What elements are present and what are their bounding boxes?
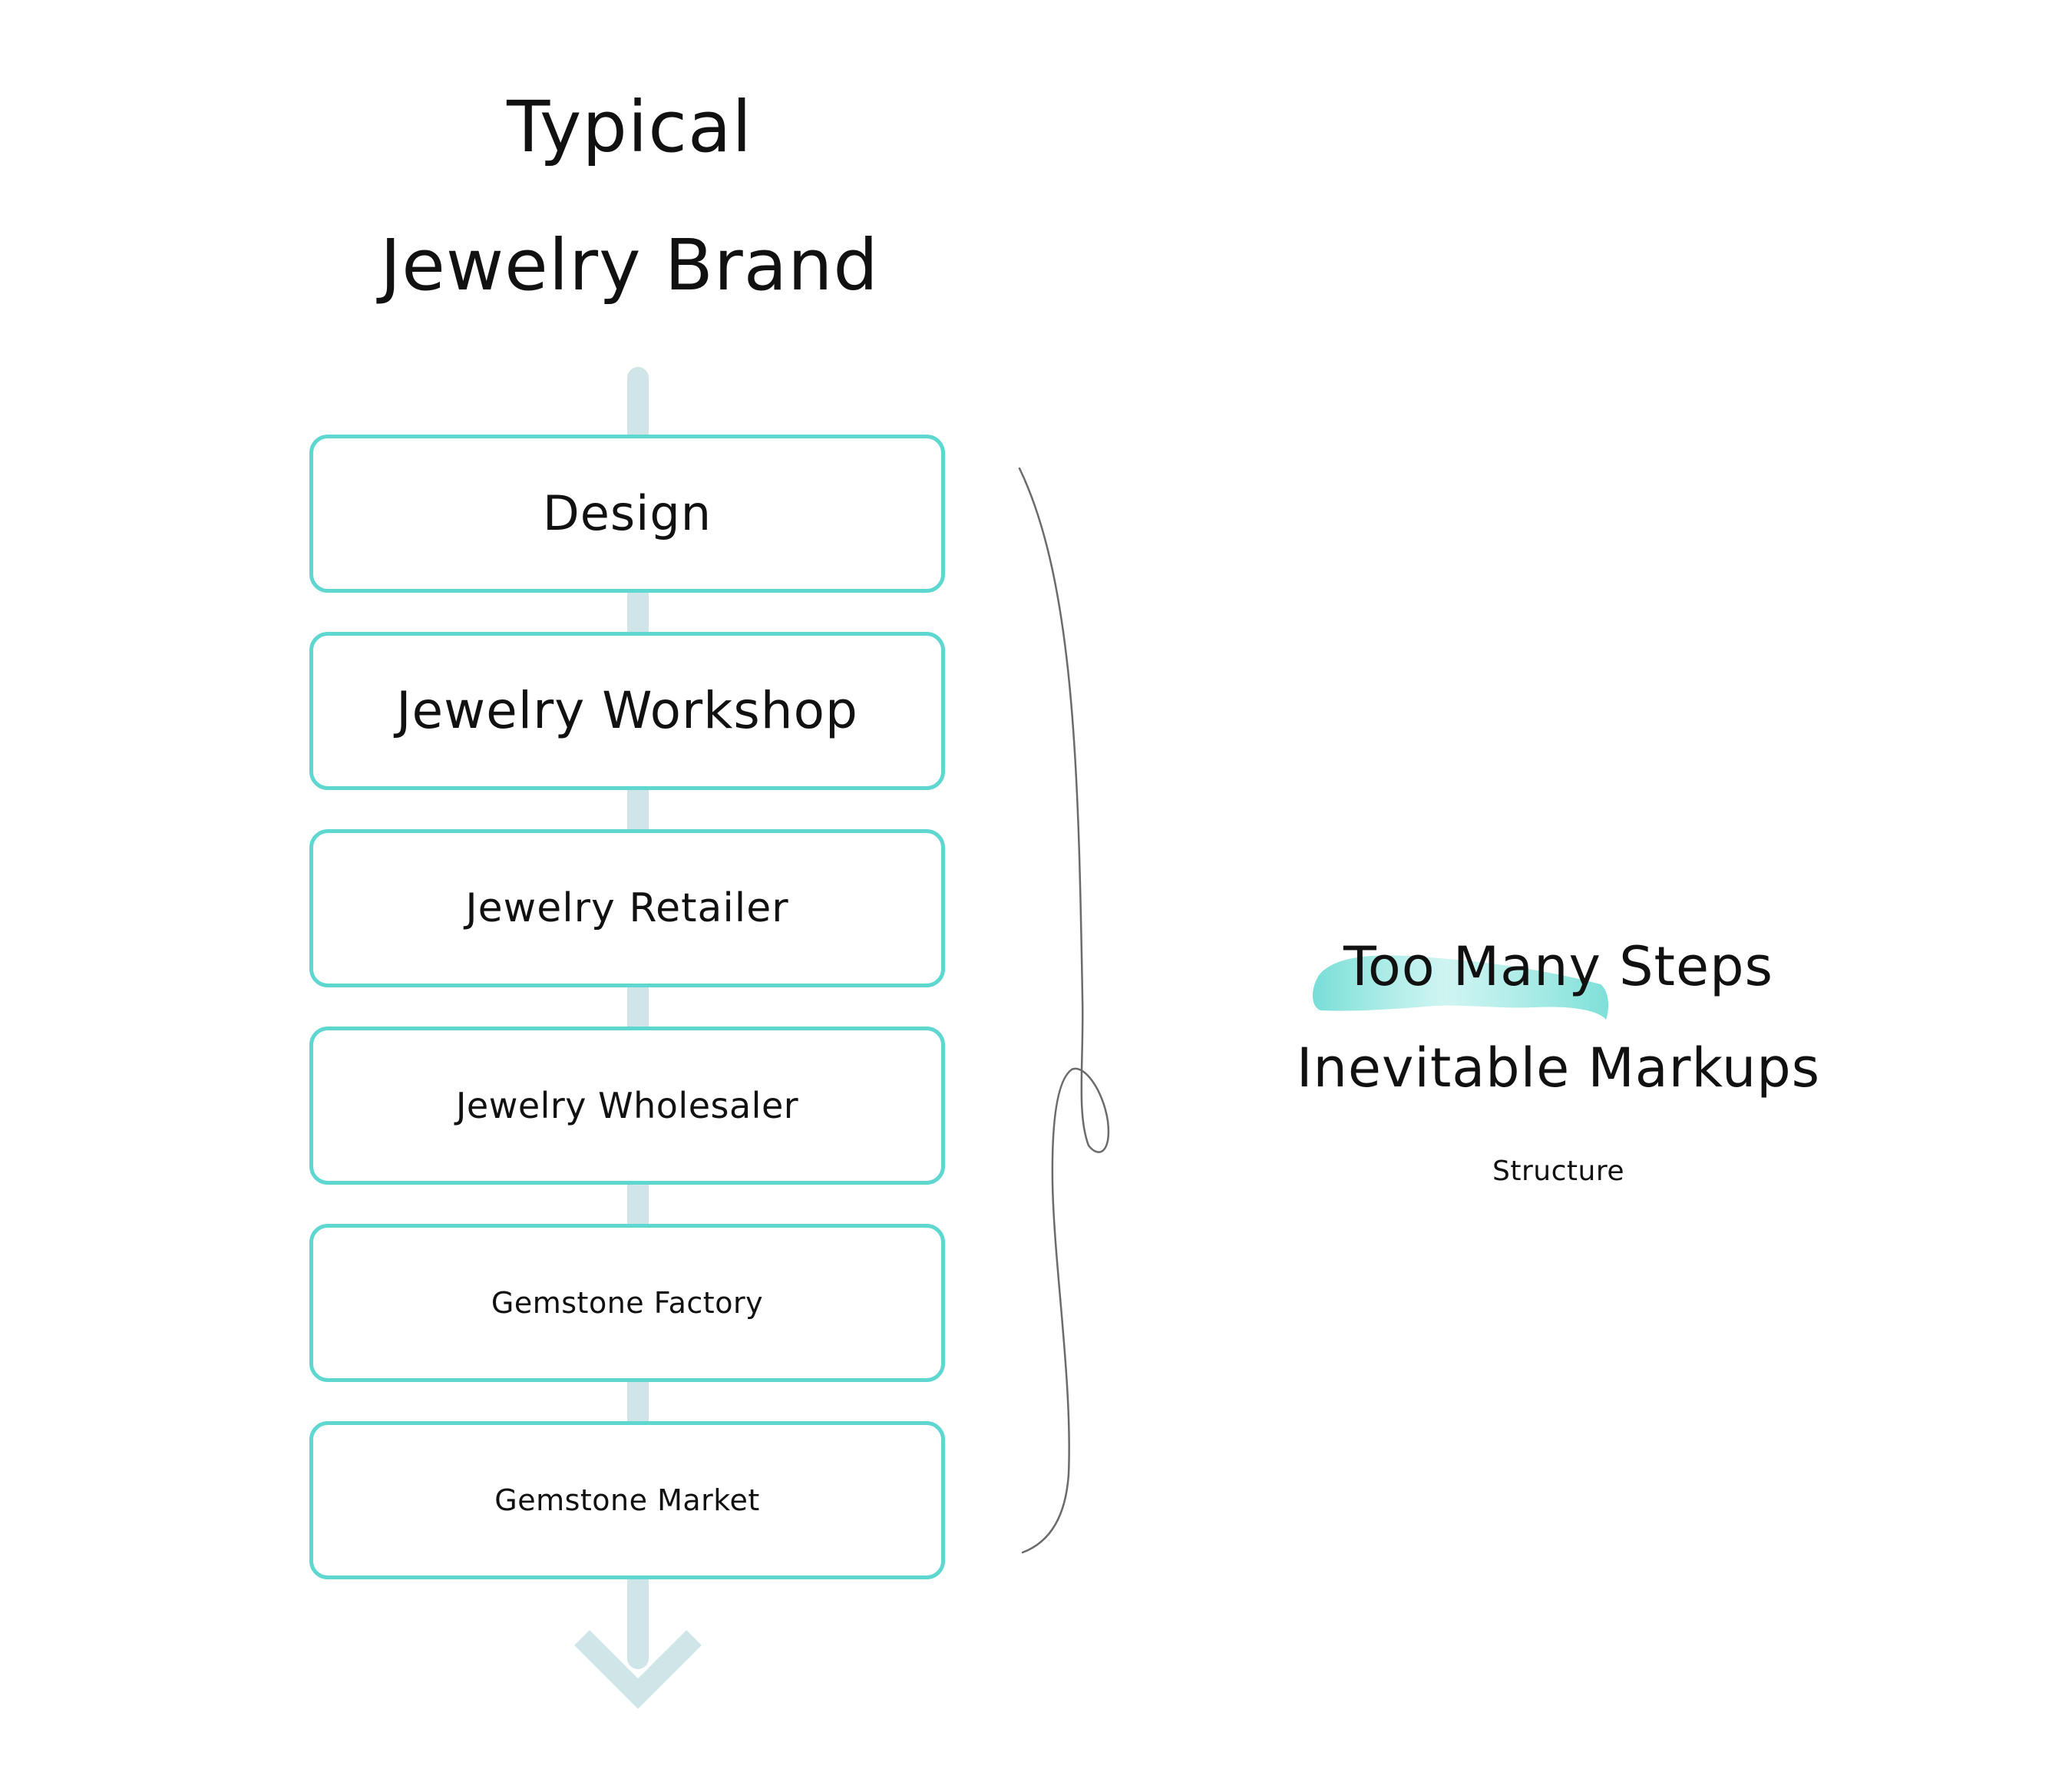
step-label: Jewelry Wholesaler	[455, 1085, 799, 1126]
step-box-jewelry-workshop: Jewelry Workshop	[309, 632, 945, 790]
step-box-jewelry-retailer: Jewelry Retailer	[309, 829, 945, 987]
step-label: Gemstone Market	[494, 1483, 760, 1517]
annotation-inevitable-markups: Inevitable Markups	[1296, 1037, 1821, 1099]
brush-highlight-icon	[1313, 955, 1609, 1020]
step-label: Gemstone Factory	[491, 1286, 764, 1320]
step-box-gemstone-factory: Gemstone Factory	[309, 1224, 945, 1382]
curly-brace-icon	[1018, 467, 1110, 1554]
step-label: Design	[542, 485, 712, 541]
step-label: Jewelry Workshop	[396, 681, 858, 740]
step-box-jewelry-wholesaler: Jewelry Wholesaler	[309, 1027, 945, 1185]
step-box-gemstone-market: Gemstone Market	[309, 1421, 945, 1579]
down-arrow-icon	[574, 1630, 702, 1709]
annotation-too-many-steps: Too Many Steps	[1343, 935, 1773, 998]
title-line-2: Jewelry Brand	[380, 224, 879, 306]
step-label: Jewelry Retailer	[465, 885, 789, 931]
title-line-1: Typical	[507, 86, 752, 168]
step-box-design: Design	[309, 435, 945, 593]
annotation-caption: Structure	[1492, 1156, 1624, 1187]
